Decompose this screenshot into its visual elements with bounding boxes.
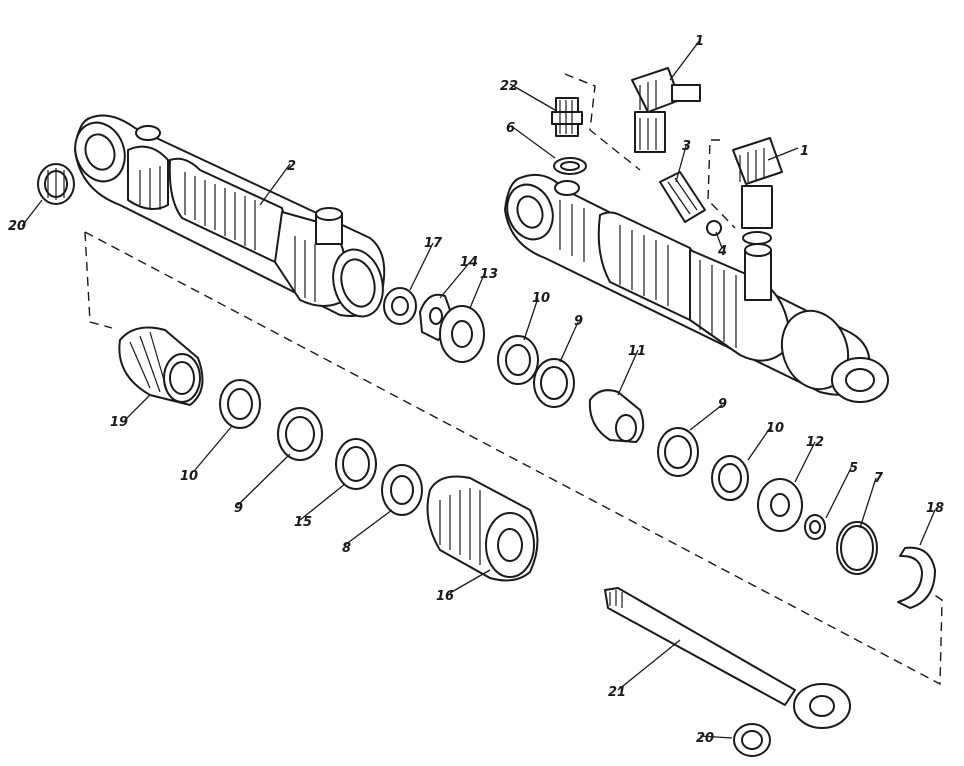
snap-ring-18 (897, 546, 936, 609)
callout-4: 4 (717, 244, 727, 259)
cylinder-body-right (504, 174, 889, 403)
bushing-11 (588, 389, 645, 443)
callout-16: 16 (436, 589, 454, 604)
callout-labels: 1 1 2 3 4 5 6 7 8 9 9 9 10 10 10 11 12 1… (8, 34, 944, 746)
seal-ring-6 (553, 157, 587, 175)
elbow-fitting-1-lower (732, 137, 783, 245)
callout-18: 18 (926, 501, 944, 516)
callout-5: 5 (849, 461, 858, 476)
callout-1-lower: 1 (800, 144, 809, 159)
sleeve-10-right (711, 455, 749, 501)
fitting-22 (551, 97, 583, 137)
callout-9-mid: 9 (574, 314, 583, 329)
callout-10-right: 10 (766, 421, 784, 436)
callout-17: 17 (424, 236, 443, 251)
callout-2: 2 (287, 159, 296, 174)
callout-10-mid: 10 (532, 291, 550, 306)
callout-9-left: 9 (234, 501, 243, 516)
callout-3: 3 (682, 139, 691, 154)
callout-6: 6 (506, 121, 515, 136)
callout-15: 15 (294, 515, 312, 530)
assembly-lines (84, 73, 943, 686)
callout-11: 11 (628, 344, 646, 359)
callout-22: 22 (500, 79, 518, 94)
callout-19: 19 (110, 415, 128, 430)
callout-20-top: 20 (8, 219, 26, 234)
callout-10-left: 10 (180, 469, 198, 484)
callout-21: 21 (608, 685, 626, 700)
ring-9-left (277, 407, 323, 461)
elbow-fitting-1-upper (631, 67, 701, 153)
washer-12 (757, 478, 803, 532)
cylinder-body-left (74, 114, 386, 318)
callout-7: 7 (874, 471, 884, 486)
nut-8 (381, 464, 423, 516)
callout-14: 14 (460, 255, 478, 270)
nut-17 (383, 287, 417, 325)
sleeve-10-left (219, 379, 261, 429)
o-ring-7 (836, 521, 878, 575)
ball-4 (706, 220, 722, 236)
washer-13 (439, 305, 485, 363)
valve-3 (659, 171, 706, 223)
piston-16 (426, 475, 539, 582)
callout-12: 12 (806, 435, 824, 450)
gland-19 (118, 326, 204, 406)
bushing-20-bottom (733, 723, 771, 757)
washer-15 (335, 438, 377, 490)
sleeve-10-mid (497, 335, 539, 385)
rod-21 (604, 587, 851, 729)
ring-9-mid (533, 358, 575, 408)
ring-5 (804, 514, 826, 540)
callout-13: 13 (480, 267, 498, 282)
leader-lines (21, 39, 936, 739)
bushing-20-top (37, 163, 75, 205)
callout-8: 8 (342, 541, 351, 556)
callout-1-upper: 1 (695, 34, 704, 49)
callout-20-bottom: 20 (696, 731, 714, 746)
ring-9-right (657, 427, 699, 477)
callout-9-right: 9 (718, 397, 727, 412)
